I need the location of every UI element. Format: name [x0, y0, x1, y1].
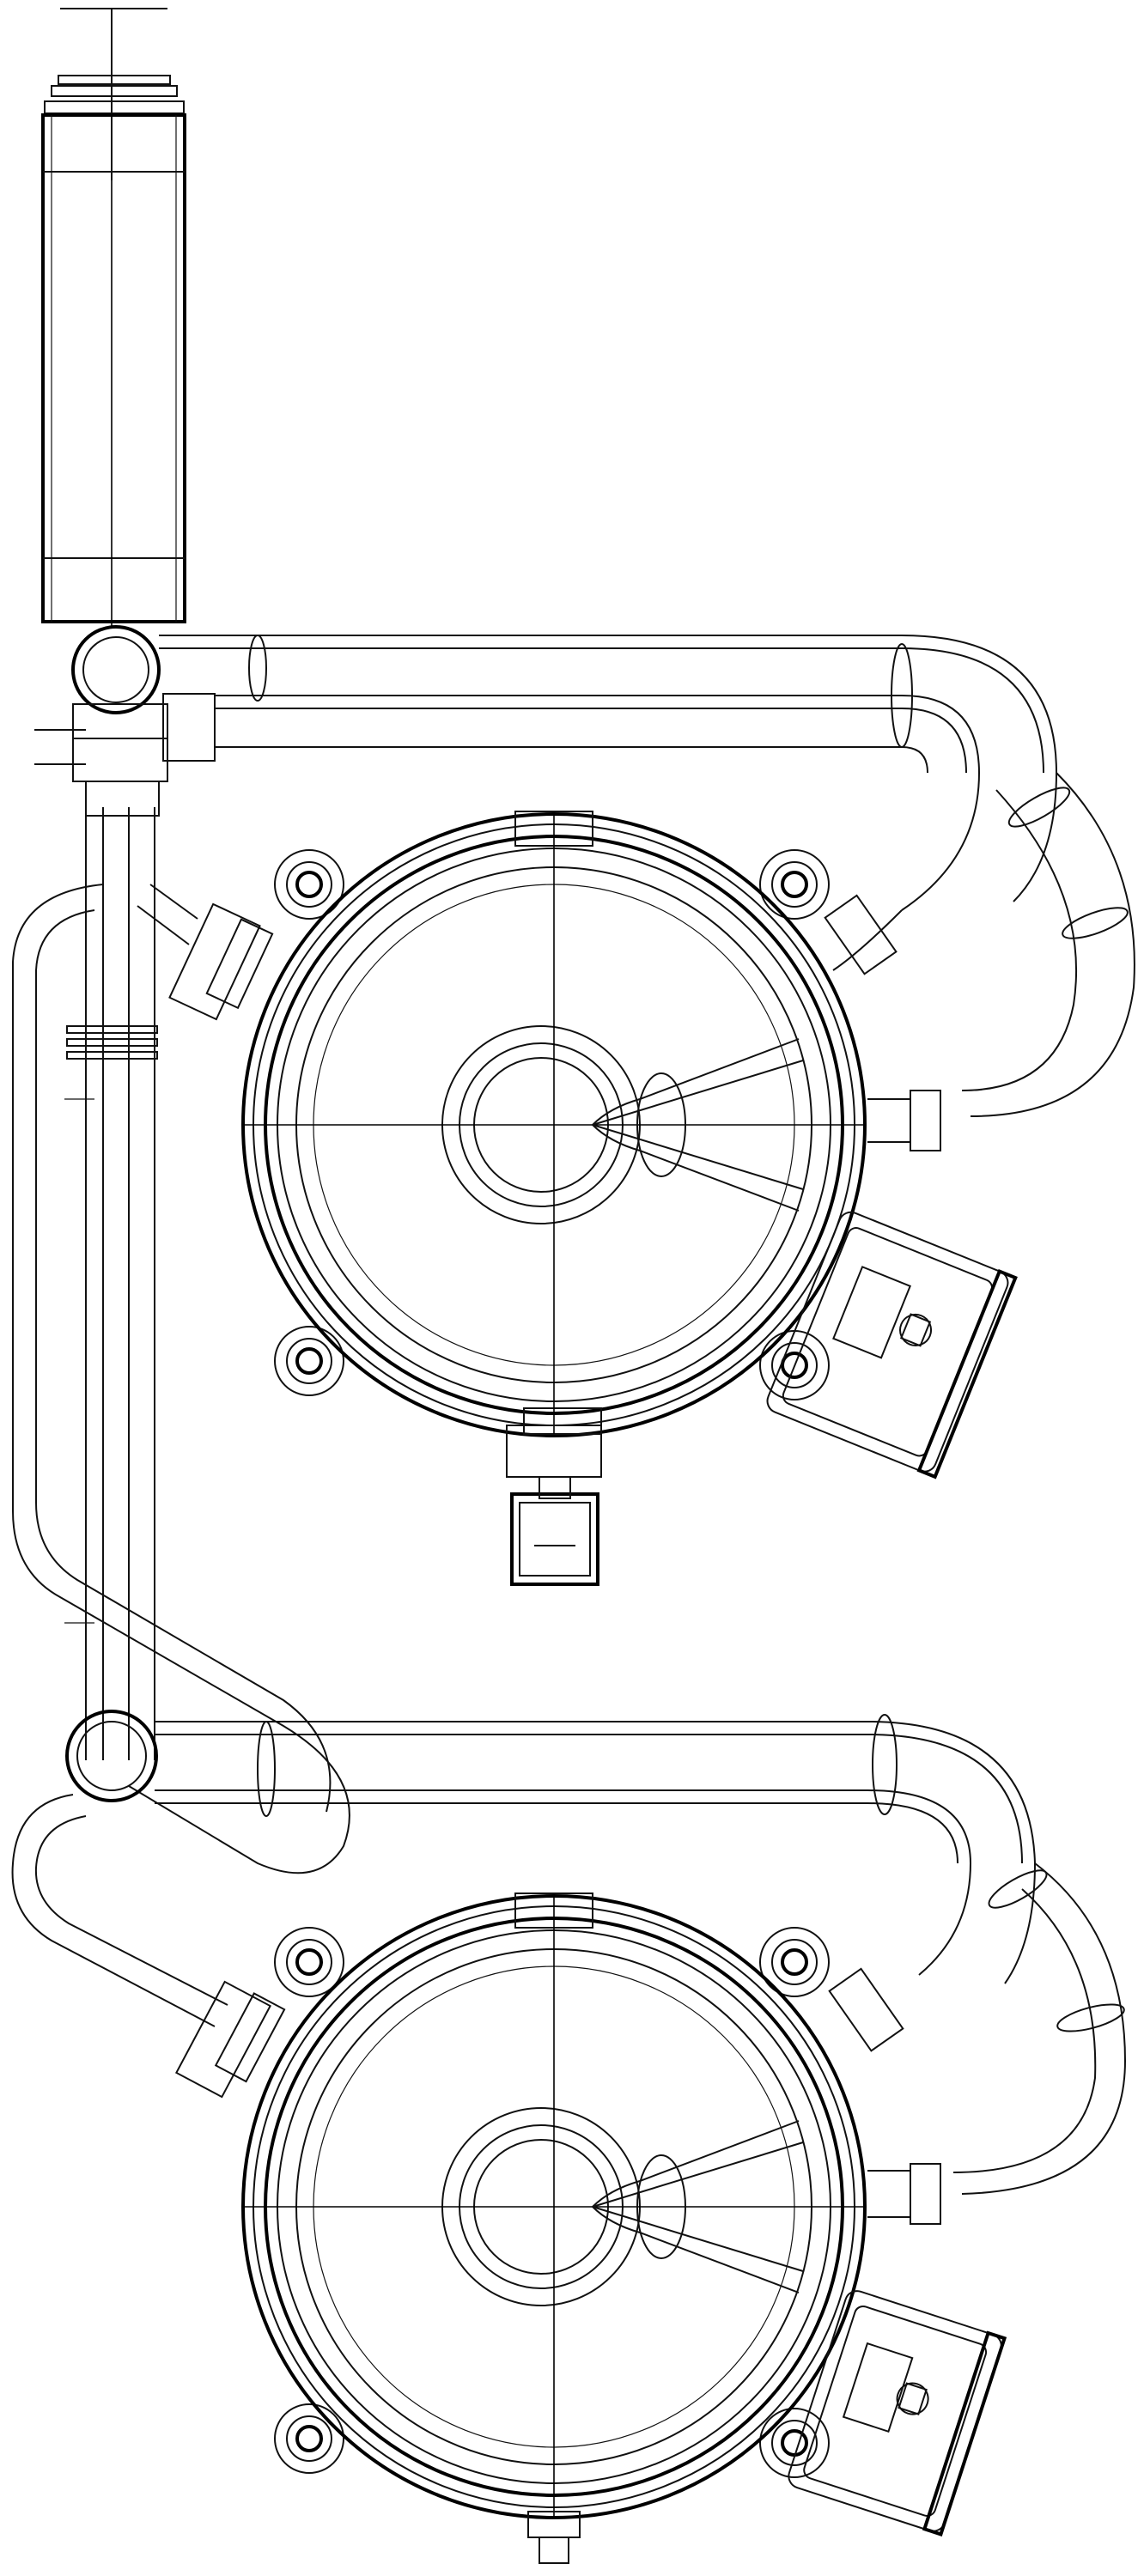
vertical-cylinder	[41, 8, 186, 627]
lower-unit	[241, 1893, 1007, 2564]
left-return-pipe	[12, 807, 350, 1874]
upper-manifold	[34, 625, 216, 817]
upper-unit	[241, 811, 1018, 1586]
upper-horizontal-pipe	[159, 635, 1135, 1151]
lower-manifold	[11, 1710, 1127, 2225]
